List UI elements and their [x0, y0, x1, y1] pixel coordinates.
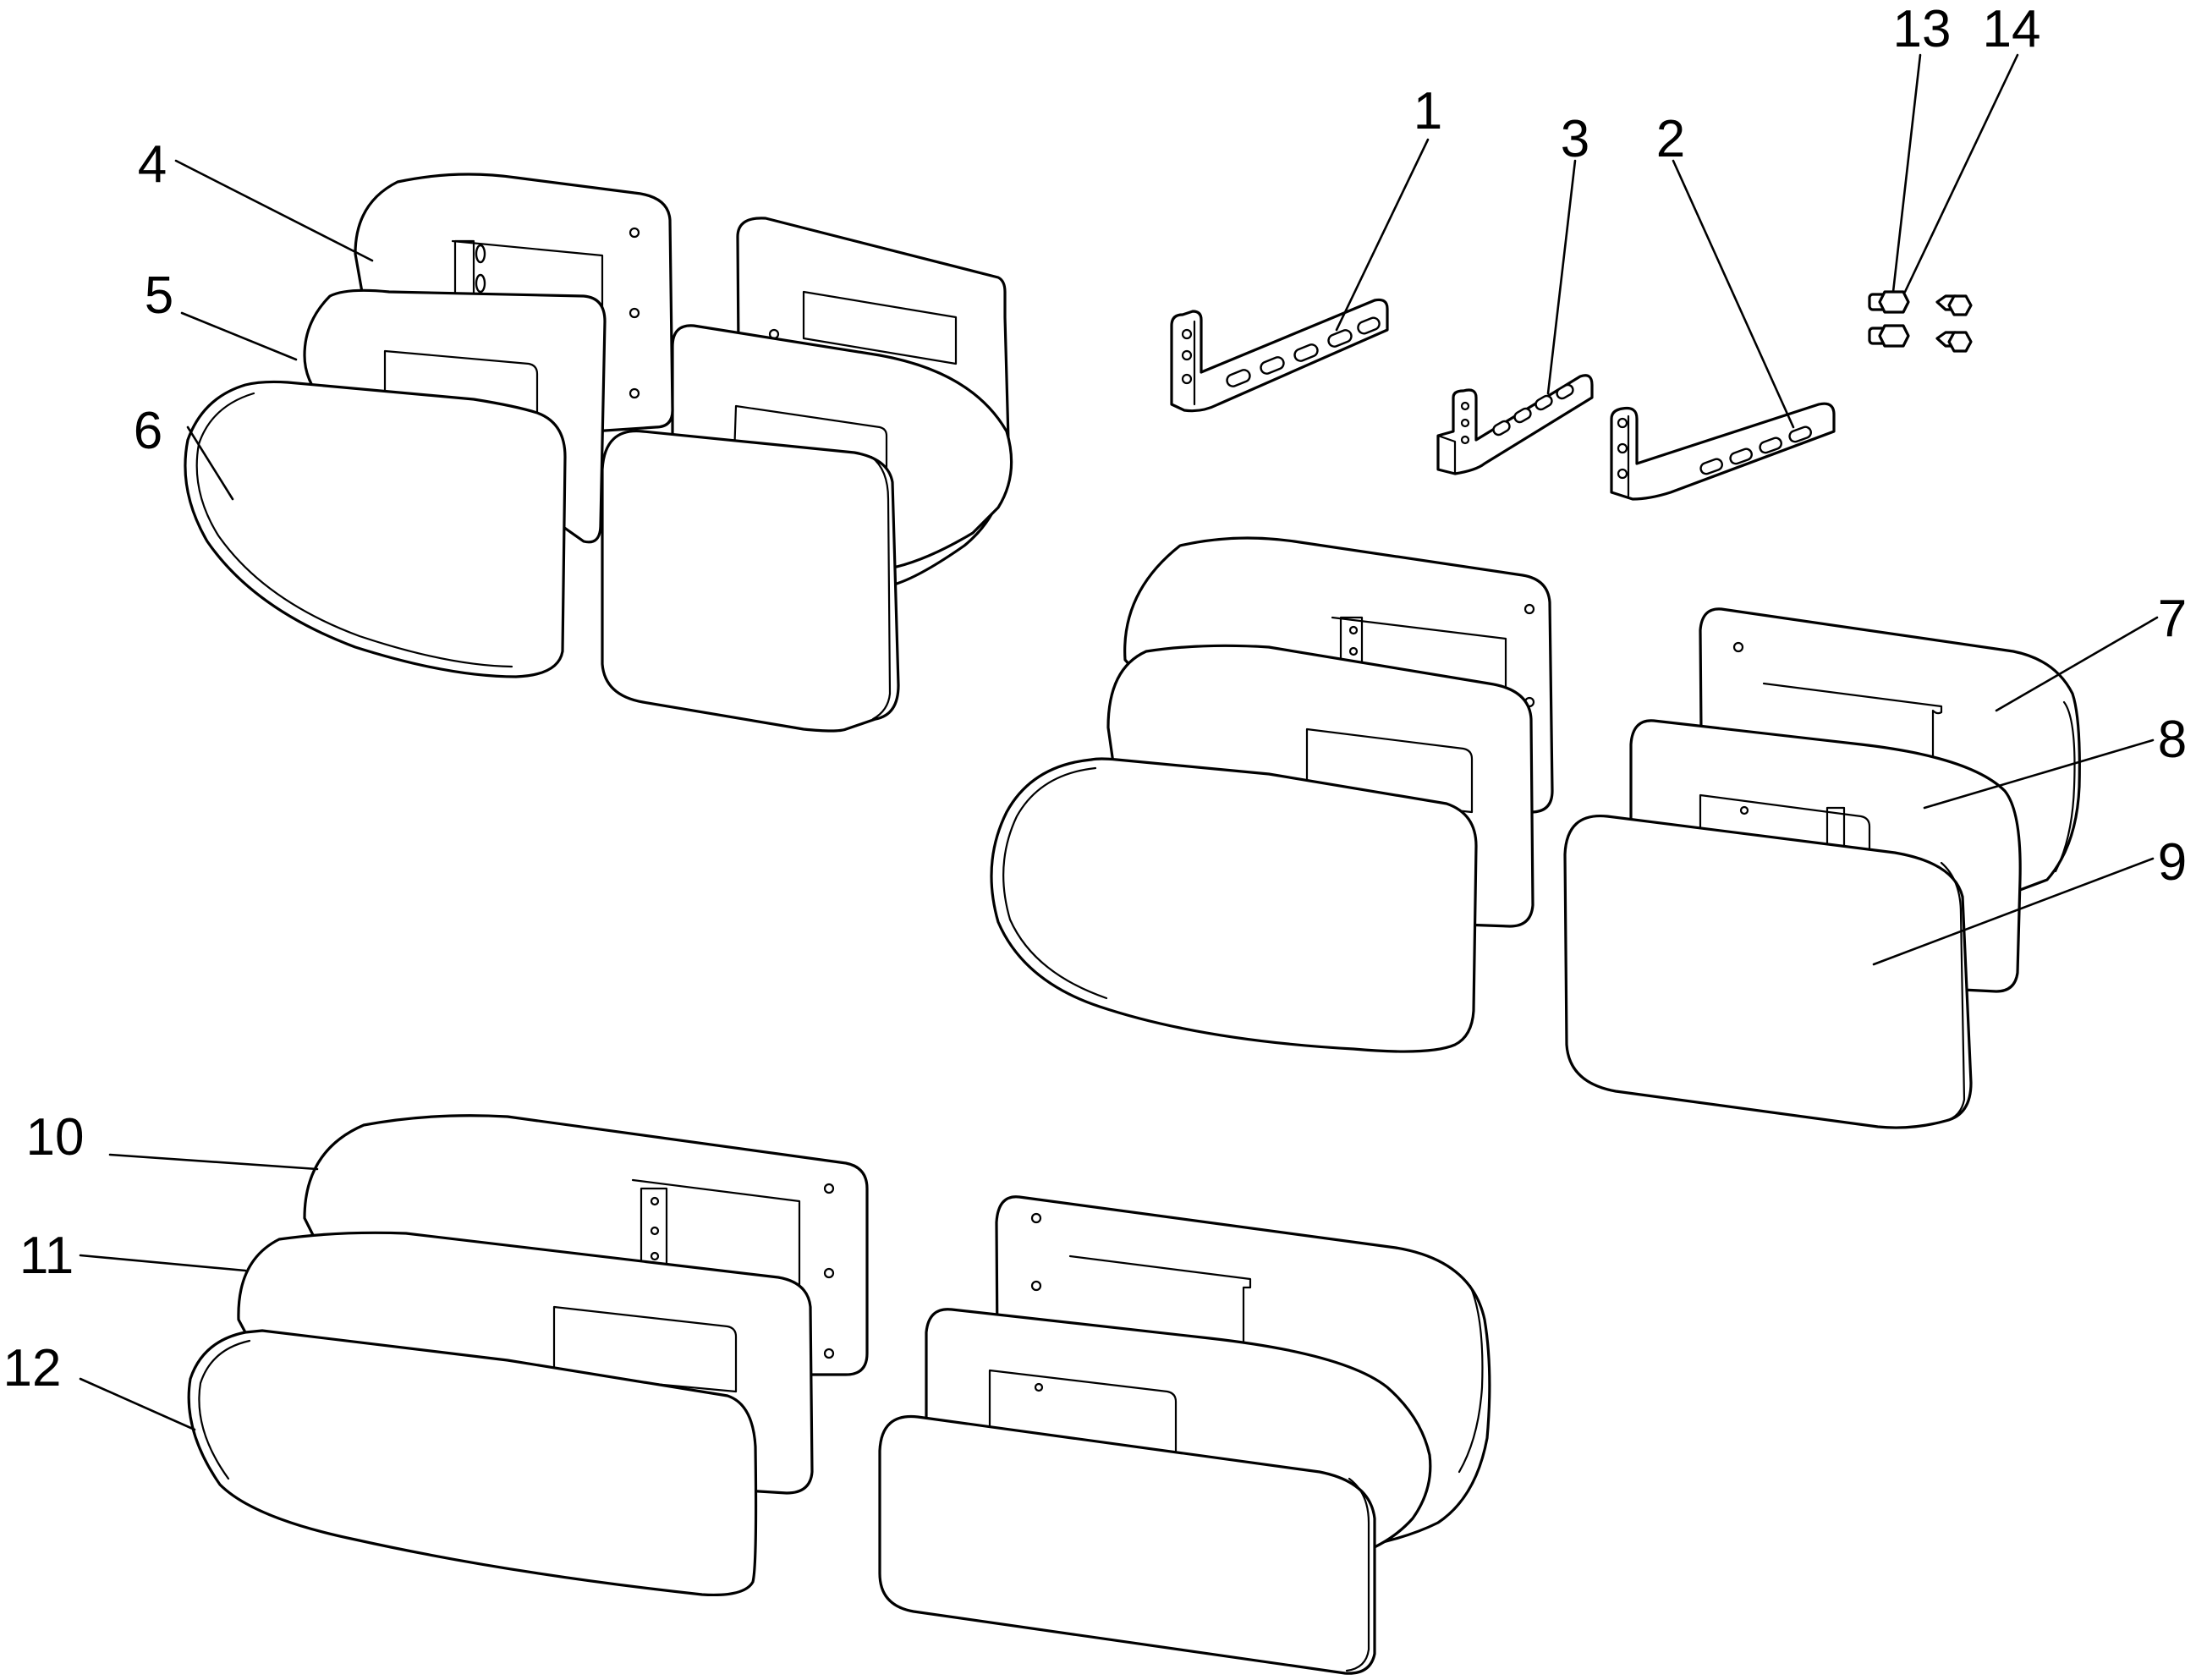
front-cushion-medium-right — [1563, 814, 1973, 1129]
mid-plate-window-left — [383, 349, 539, 425]
callout-labels: 1 2 3 4 5 6 7 8 9 10 11 12 13 14 — [3, 0, 2188, 1397]
front-cushion-small-left — [184, 380, 567, 678]
leader-5 — [180, 311, 298, 361]
leader-3 — [1546, 159, 1577, 395]
callout-13: 13 — [1893, 0, 1952, 58]
leader-4 — [174, 159, 374, 262]
nut-icon — [1935, 331, 1973, 353]
callout-2: 2 — [1656, 110, 1685, 168]
mounting-brackets — [1170, 298, 1836, 501]
cushion-edge-line — [870, 455, 892, 721]
fastener-set — [1868, 290, 1973, 353]
leader-12 — [79, 1377, 196, 1431]
leader-13 — [1891, 53, 1922, 294]
callout-12: 12 — [3, 1339, 62, 1397]
leader-1 — [1335, 138, 1430, 332]
callout-11: 11 — [19, 1227, 74, 1285]
headrest-pad-set-medium — [990, 536, 2081, 1129]
leader-11 — [79, 1254, 247, 1272]
callout-7: 7 — [2158, 590, 2187, 648]
callout-14: 14 — [1983, 0, 2041, 58]
callout-4: 4 — [138, 135, 167, 194]
callout-9: 9 — [2158, 833, 2187, 892]
callout-5: 5 — [145, 266, 173, 325]
bracket-2 — [1610, 402, 1836, 501]
leader-7 — [1995, 616, 2159, 712]
callout-8: 8 — [2158, 711, 2187, 769]
back-plate-window — [802, 290, 958, 365]
leader-8 — [1923, 738, 2155, 810]
front-cushion-medium-left — [990, 757, 1478, 1053]
leader-6 — [186, 425, 234, 501]
headrest-pad-set-small — [184, 173, 1013, 733]
mid-plate-window — [733, 404, 888, 475]
callout-1: 1 — [1414, 82, 1442, 140]
callout-10: 10 — [26, 1108, 85, 1167]
leader-9 — [1872, 857, 2155, 966]
leader-2 — [1672, 159, 1795, 429]
screw-icon — [1868, 324, 1910, 348]
bracket-3 — [1436, 374, 1594, 475]
cushion-piping-left — [195, 392, 513, 668]
front-cushion-wide-right — [878, 1414, 1376, 1675]
callout-6: 6 — [134, 402, 162, 460]
leader-lines — [79, 53, 2159, 1431]
bracket-1 — [1170, 298, 1389, 413]
leader-10 — [108, 1153, 319, 1171]
front-cushion-wide-left — [187, 1329, 758, 1597]
headrest-pad-set-wide — [187, 1114, 1491, 1675]
callout-3: 3 — [1561, 110, 1589, 168]
screw-icon — [1868, 290, 1910, 314]
front-cushion-small-right — [601, 429, 900, 733]
nut-icon — [1935, 294, 1973, 316]
leader-14 — [1903, 53, 2019, 294]
